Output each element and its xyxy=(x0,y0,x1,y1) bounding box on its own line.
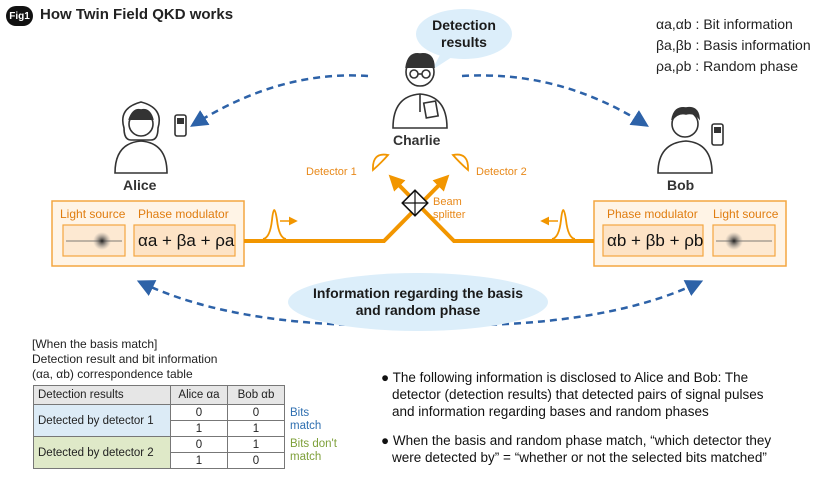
table-row: 1 0 xyxy=(34,452,285,469)
arrow-charlie-to-alice xyxy=(190,74,369,127)
table-cell: 1 xyxy=(170,420,228,437)
light-burst-icon xyxy=(93,232,111,250)
bob-phase-modulator-box xyxy=(602,224,704,257)
table-intro-line1: [When the basis match] xyxy=(32,337,158,351)
bob-formula: αb + βb + ρb xyxy=(607,231,704,250)
group-label-detector-1: Detected by detector 1 xyxy=(33,404,171,437)
alice-formula: αa + βa + ρa xyxy=(138,231,235,250)
alice-phase-modulator-label: Phase modulator xyxy=(138,207,229,221)
table-cell: 0 xyxy=(170,404,228,421)
bullet-item: ● The following information is disclosed… xyxy=(381,370,764,419)
legend-basis: βa,βb : Basis information xyxy=(656,37,811,53)
header-bob: Bob αb xyxy=(227,385,285,405)
information-bubble xyxy=(288,273,548,331)
detection-results-bubble xyxy=(416,9,512,59)
bob-phase-modulator-label: Phase modulator xyxy=(607,207,698,221)
alice-label: Alice xyxy=(123,177,157,193)
arrow-lower-to-alice xyxy=(136,280,419,327)
detector-1-icon xyxy=(372,153,390,172)
table-row: Detected by detector 2 0 1 xyxy=(33,436,285,469)
table-cell: 0 xyxy=(170,436,228,453)
bob-label: Bob xyxy=(667,177,695,193)
legend-bit: αa,αb : Bit information xyxy=(656,16,793,32)
bob-light-source-label: Light source xyxy=(713,207,779,221)
table-header-row: Detection results Alice αa Bob αb xyxy=(33,385,285,405)
figure-badge: Fig1 xyxy=(6,6,33,26)
alice-avatar xyxy=(114,101,187,174)
beam-splitter xyxy=(401,189,429,217)
figure-title: How Twin Field QKD works xyxy=(40,6,234,23)
table-intro-line3: (αa, αb) correspondence table xyxy=(32,367,193,381)
table-cell: 1 xyxy=(170,452,228,469)
table-intro-line2: Detection result and bit information xyxy=(32,352,218,366)
table-cell: 1 xyxy=(227,420,285,437)
arrow-lower-to-bob xyxy=(417,280,704,327)
detector-1-label: Detector 1 xyxy=(306,166,357,178)
bullet-item: ● When the basis and random phase match,… xyxy=(381,433,772,465)
detector-2-label: Detector 2 xyxy=(476,166,527,178)
charlie-label: Charlie xyxy=(393,132,441,148)
table-cell: 1 xyxy=(227,436,285,453)
arrow-charlie-to-bob xyxy=(461,74,649,127)
alice-beam xyxy=(244,174,450,243)
detector-2-icon xyxy=(451,153,469,172)
correspondence-table: Detection results Alice αa Bob αb Detect… xyxy=(33,385,285,469)
table-row: Detected by detector 1 0 0 xyxy=(33,404,285,437)
charlie-avatar xyxy=(392,52,448,129)
group-label-detector-2: Detected by detector 2 xyxy=(33,436,171,469)
header-detection-results: Detection results xyxy=(33,385,171,405)
table-cell: 0 xyxy=(227,404,285,421)
alice-phase-modulator-box xyxy=(133,224,236,257)
bob-light-source-box xyxy=(712,224,776,257)
alice-pulse xyxy=(262,209,287,240)
light-burst-icon xyxy=(725,232,743,250)
alice-light-source-label: Light source xyxy=(60,207,126,221)
legend-phase: ρa,ρb : Random phase xyxy=(656,58,799,74)
header-alice: Alice αa xyxy=(170,385,228,405)
bob-pulse xyxy=(551,209,576,240)
bob-avatar xyxy=(657,106,724,174)
table-cell: 0 xyxy=(227,452,285,469)
